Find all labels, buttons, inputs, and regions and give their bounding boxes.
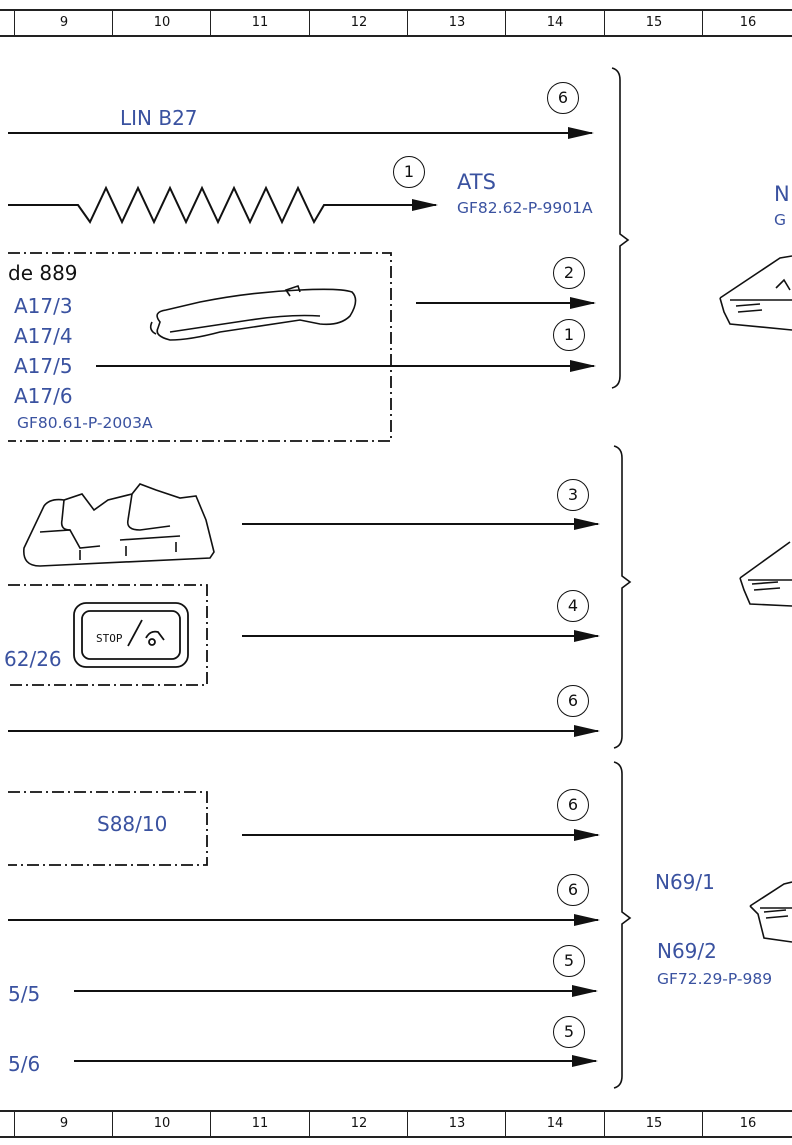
circle-marker: 6 bbox=[557, 874, 589, 906]
ats-reference: GF82.62-P-9901A bbox=[457, 199, 593, 217]
s5-5-label: 5/5 bbox=[8, 982, 41, 1006]
a17-reference: GF80.61-P-2003A bbox=[17, 414, 153, 432]
stop-label: STOP bbox=[96, 632, 123, 645]
ats-label: ATS bbox=[457, 170, 496, 194]
housing-illustration bbox=[23, 483, 215, 567]
signal-line-ats-zigzag bbox=[8, 185, 438, 225]
circle-marker: 2 bbox=[553, 257, 585, 289]
ruler-cell: 15 bbox=[604, 1112, 703, 1136]
start-stop-switch-illustration bbox=[73, 602, 189, 668]
ruler-cell: 10 bbox=[112, 1112, 211, 1136]
ruler-cell: 9 bbox=[14, 1112, 113, 1136]
column-ruler-bottom: 9 10 11 12 13 14 15 16 bbox=[0, 1110, 792, 1138]
component-box-s62 bbox=[8, 584, 208, 686]
ruler-cell: 15 bbox=[604, 11, 703, 35]
ruler-cell: 12 bbox=[309, 11, 408, 35]
n69-reference: GF72.29-P-989 bbox=[657, 970, 773, 988]
circle-marker: 4 bbox=[557, 590, 589, 622]
ruler-cell: 11 bbox=[210, 1112, 309, 1136]
circle-marker: 3 bbox=[557, 479, 589, 511]
brace-bottom bbox=[613, 761, 632, 1089]
s62-26-label: 62/26 bbox=[4, 647, 62, 671]
circle-marker: 6 bbox=[547, 82, 579, 114]
ruler-cell: 14 bbox=[505, 1112, 604, 1136]
door-handle-illustration bbox=[149, 284, 357, 341]
brace-middle bbox=[613, 445, 632, 749]
brace-top bbox=[611, 67, 630, 389]
circle-marker: 5 bbox=[553, 945, 585, 977]
circle-marker: 5 bbox=[553, 1016, 585, 1048]
s88-10-label: S88/10 bbox=[97, 812, 168, 836]
control-unit-bottom-partial bbox=[749, 881, 792, 943]
circle-marker: 6 bbox=[557, 789, 589, 821]
circle-marker: 1 bbox=[393, 156, 425, 188]
ruler-cell: 12 bbox=[309, 1112, 408, 1136]
ruler-cell: 11 bbox=[210, 11, 309, 35]
lin-b27-label: LIN B27 bbox=[120, 106, 198, 130]
n69-2-label: N69/2 bbox=[657, 939, 717, 963]
ruler-cell: 10 bbox=[112, 11, 211, 35]
ruler-cell: 16 bbox=[702, 1112, 792, 1136]
ruler-cell: 16 bbox=[702, 11, 792, 35]
n69-1-label: N69/1 bbox=[655, 870, 715, 894]
a17-5-label: A17/5 bbox=[14, 354, 73, 378]
ruler-cell: 13 bbox=[407, 11, 506, 35]
code-889-label: de 889 bbox=[8, 261, 78, 285]
component-box-s88 bbox=[8, 791, 208, 866]
control-unit-middle-partial bbox=[739, 541, 792, 607]
ruler-cell: 14 bbox=[505, 11, 604, 35]
ruler-cell: 9 bbox=[14, 11, 113, 35]
circle-marker: 6 bbox=[557, 685, 589, 717]
control-unit-top-partial bbox=[719, 255, 792, 331]
partial-label-n: N bbox=[774, 182, 790, 206]
a17-3-label: A17/3 bbox=[14, 294, 73, 318]
a17-4-label: A17/4 bbox=[14, 324, 73, 348]
ruler-cell: 13 bbox=[407, 1112, 506, 1136]
a17-6-label: A17/6 bbox=[14, 384, 73, 408]
partial-label-g: G bbox=[774, 211, 787, 229]
s5-6-label: 5/6 bbox=[8, 1052, 41, 1076]
circle-marker: 1 bbox=[553, 319, 585, 351]
column-ruler-top: 9 10 11 12 13 14 15 16 bbox=[0, 9, 792, 37]
